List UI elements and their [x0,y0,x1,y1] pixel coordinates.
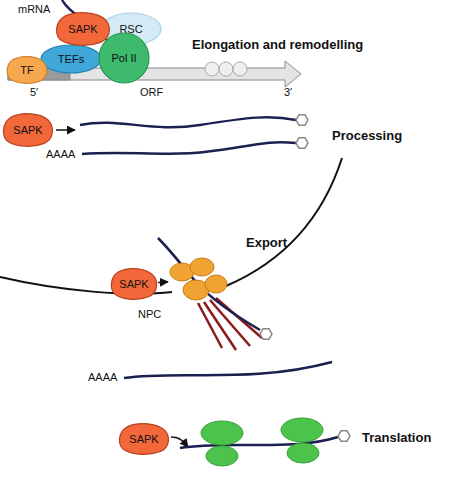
node-label: Pol II [98,32,150,84]
mrna-strand [124,362,332,378]
shape-fill [99,33,149,83]
factor-ellipse: TEFs [40,44,102,74]
node-label: TF [6,56,48,84]
stage-heading: Elongation and remodelling [192,38,363,52]
pore-subunit [190,258,214,276]
shape-outline [168,256,228,304]
pore-complex: NPC [168,256,228,304]
end-label: 5′ [30,86,38,98]
stage-heading: Export [246,236,287,250]
kinase-blob: SAPK [2,113,54,147]
polya-label: AAAA [88,371,117,383]
mrna-cap [296,115,308,125]
stage-heading: Processing [332,129,402,143]
kinase-blob: SAPK [55,12,111,46]
kinase-blob: SAPK [118,423,170,455]
node-label: TEFs [40,44,102,74]
mrna-cap [296,138,308,148]
nucleosome [219,62,233,76]
nuclear-envelope [226,158,342,286]
stimulus-arrow [56,129,75,131]
mrna-cap [338,431,350,441]
polya-label: AAAA [46,148,75,160]
ribosome-subunit [287,443,319,463]
node-label: SAPK [2,113,54,147]
node-heading: NPC [138,308,161,320]
stimulus-arrow [158,281,168,283]
mrna-strand [80,117,296,127]
npc-filament [198,303,222,348]
ribosome-subunit [206,446,238,466]
mrna-strand [82,142,296,154]
node-label: SAPK [110,268,158,300]
ribosome-subunit [281,418,323,442]
kinase-blob: SAPK [110,268,158,300]
polymerase-circle: Pol II [98,32,150,84]
factor-blob: TF [6,56,48,84]
shape-fill [41,45,101,73]
mrna-strand [158,238,260,330]
node-label: SAPK [55,12,111,46]
node-label: SAPK [118,423,170,455]
ribosome-subunit [201,421,243,445]
stage-heading: Translation [362,431,431,445]
molecule-label: mRNA [18,3,50,15]
nucleosome [205,62,219,76]
stimulus-arrow [171,437,188,447]
nucleosome [233,62,247,76]
pore-subunit [205,275,227,293]
region-label: ORF [140,86,163,98]
end-label: 3′ [284,86,292,98]
mrna-cap [260,329,272,339]
